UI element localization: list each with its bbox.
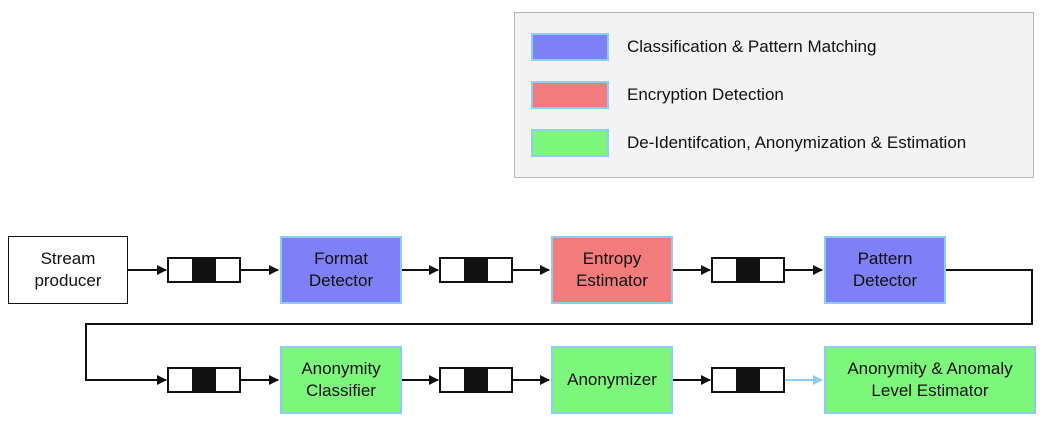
anomaly-estimator-node: Anonymity & Anomaly Level Estimator: [824, 346, 1036, 414]
legend: Classification & Pattern Matching Encryp…: [514, 12, 1034, 178]
format-detector-node: Format Detector: [280, 236, 402, 304]
legend-swatch-anonymization: [531, 129, 609, 157]
stream-producer-node: Stream producer: [8, 236, 128, 304]
queue-2: [439, 257, 513, 283]
legend-swatch-encryption: [531, 81, 609, 109]
queue-6: [711, 367, 785, 393]
anonymizer-node: Anonymizer: [551, 346, 673, 414]
legend-label-anonymization: De-Identifcation, Anonymization & Estima…: [627, 133, 967, 152]
anonymity-classifier-node: Anonymity Classifier: [280, 346, 402, 414]
legend-swatch-classification: [531, 33, 609, 61]
queue-5: [439, 367, 513, 393]
pattern-detector-node: Pattern Detector: [824, 236, 946, 304]
queue-3: [711, 257, 785, 283]
legend-item-encryption: Encryption Detection: [531, 80, 784, 110]
legend-item-classification: Classification & Pattern Matching: [531, 32, 876, 62]
legend-item-anonymization: De-Identifcation, Anonymization & Estima…: [531, 128, 966, 158]
legend-label-classification: Classification & Pattern Matching: [627, 37, 877, 56]
queue-1: [167, 257, 241, 283]
arrow-wrap-to-row-2: [85, 269, 1033, 385]
entropy-estimator-node: Entropy Estimator: [551, 236, 673, 304]
queue-4: [167, 367, 241, 393]
legend-label-encryption: Encryption Detection: [627, 85, 784, 104]
